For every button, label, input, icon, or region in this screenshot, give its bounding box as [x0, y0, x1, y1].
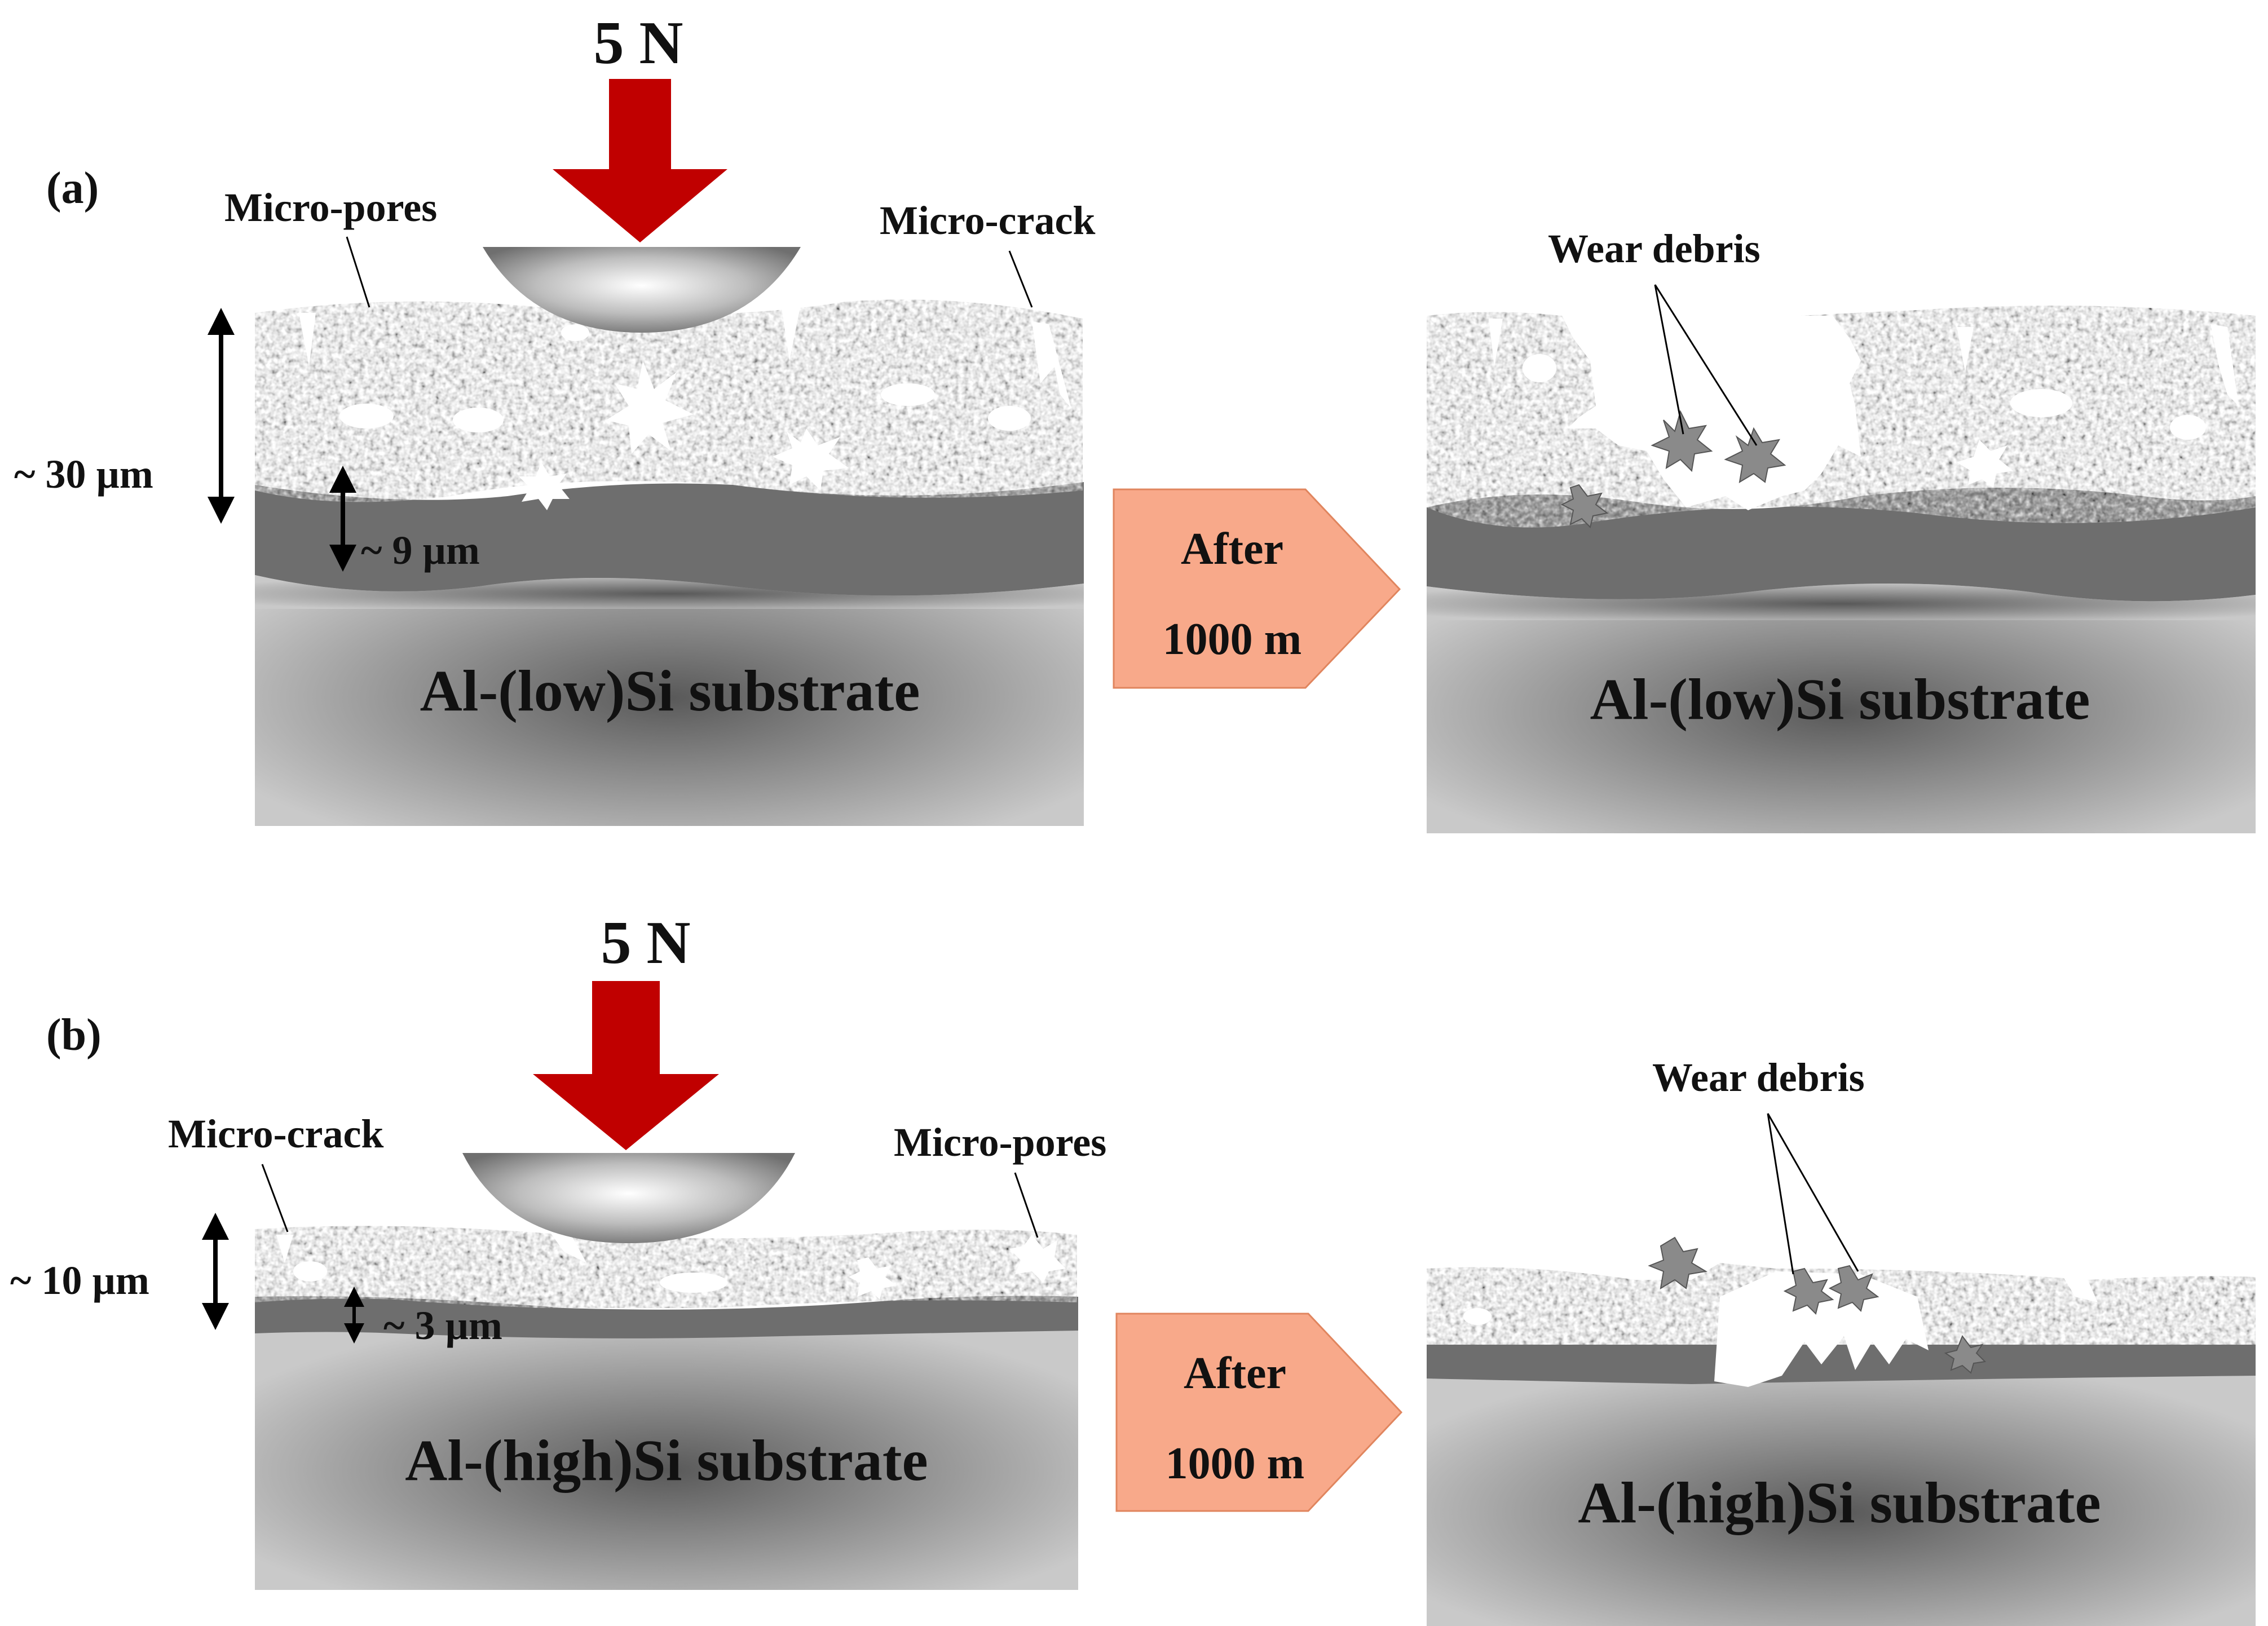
load-arrow-a: [553, 79, 727, 242]
wear-debris-label-b: Wear debris: [1652, 1055, 1865, 1100]
load-arrow-b: [533, 981, 719, 1150]
interlayer-thickness-label-b: ~ 3 µm: [383, 1303, 502, 1348]
svg-text:After: After: [1181, 524, 1283, 574]
substrate-label-b: Al-(high)Si substrate: [405, 1428, 928, 1493]
indenter-ball-a: [483, 247, 801, 333]
svg-text:1000 m: 1000 m: [1166, 1439, 1305, 1488]
coating-thickness-label-b: ~ 10 µm: [10, 1258, 149, 1303]
coating-a: [255, 299, 1083, 502]
micro-crack-label-b: Micro-crack: [168, 1111, 383, 1156]
wear-debris-b: [1648, 1236, 1987, 1374]
wear-debris-label-a: Wear debris: [1548, 226, 1760, 271]
svg-text:After: After: [1184, 1349, 1286, 1398]
load-label-b: 5 N: [601, 909, 691, 977]
load-label-a: 5 N: [594, 10, 683, 77]
micro-cracks-a: [299, 304, 1071, 409]
panel-b-after: Wear debris Al-(high)Si substrate: [1427, 1055, 2256, 1626]
micro-crack-label-a: Micro-crack: [880, 198, 1095, 243]
micro-pores-label-b: Micro-pores: [894, 1120, 1106, 1165]
interlayer-a: [255, 482, 1084, 596]
micro-cracks-b: [276, 1232, 586, 1263]
panel-b-before: 5 N (b) Micro-crack Micro-pores ~ 10 µm …: [10, 909, 1106, 1590]
svg-text:1000 m: 1000 m: [1163, 615, 1302, 664]
substrate-b: [255, 1325, 1078, 1590]
substrate-label-b-after: Al-(high)Si substrate: [1578, 1470, 2101, 1535]
interlayer-b-after: [1427, 1345, 2256, 1384]
panel-label-a: (a): [46, 164, 99, 213]
after-box-b: After 1000 m: [1115, 1313, 1403, 1512]
substrate-label-a: Al-(low)Si substrate: [420, 659, 920, 723]
wear-track-a: [1489, 316, 2239, 510]
panel-a-before: 5 N (a) Micro-pores Micro-crack ~ 30 µm …: [14, 10, 1095, 826]
panel-label-b: (b): [46, 1010, 102, 1060]
substrate-label-a-after: Al-(low)Si substrate: [1590, 667, 2090, 732]
indenter-ball-b: [462, 1153, 795, 1243]
substrate-b-after: [1427, 1370, 2256, 1626]
micro-pores-a: [339, 324, 1031, 510]
interlayer-b: [255, 1296, 1078, 1338]
panel-a-after: Wear debris Al-(low)Si substrate: [1427, 226, 2256, 833]
coating-thickness-label-a: ~ 30 µm: [14, 452, 153, 497]
after-box-a: After 1000 m: [1113, 488, 1401, 689]
interlayer-thickness-label-a: ~ 9 µm: [361, 528, 480, 573]
wear-debris-a: [1560, 410, 1786, 528]
micro-pores-label-a: Micro-pores: [224, 185, 437, 230]
wear-track-b: [1463, 1269, 2098, 1387]
micro-pores-b: [293, 1235, 1066, 1300]
